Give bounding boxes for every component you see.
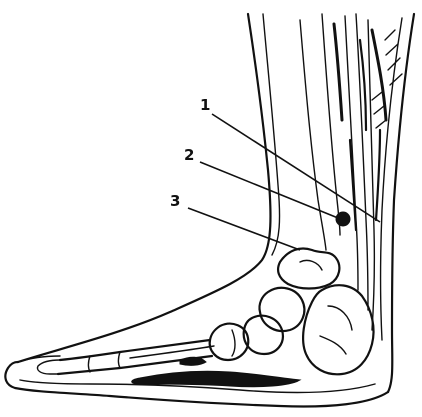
ankle-tarsal-bones (210, 249, 374, 375)
callout-line-1 (212, 114, 380, 222)
callout-labels: 1 2 3 (170, 96, 210, 210)
metatarsals-and-toes (38, 340, 301, 387)
callout-line-3 (188, 208, 300, 250)
marked-point (336, 212, 350, 226)
callout-label-3: 3 (170, 192, 180, 210)
callout-label-2: 2 (184, 146, 194, 164)
lower-leg-bones-and-tendons (300, 14, 402, 330)
callout-label-1: 1 (200, 96, 210, 114)
